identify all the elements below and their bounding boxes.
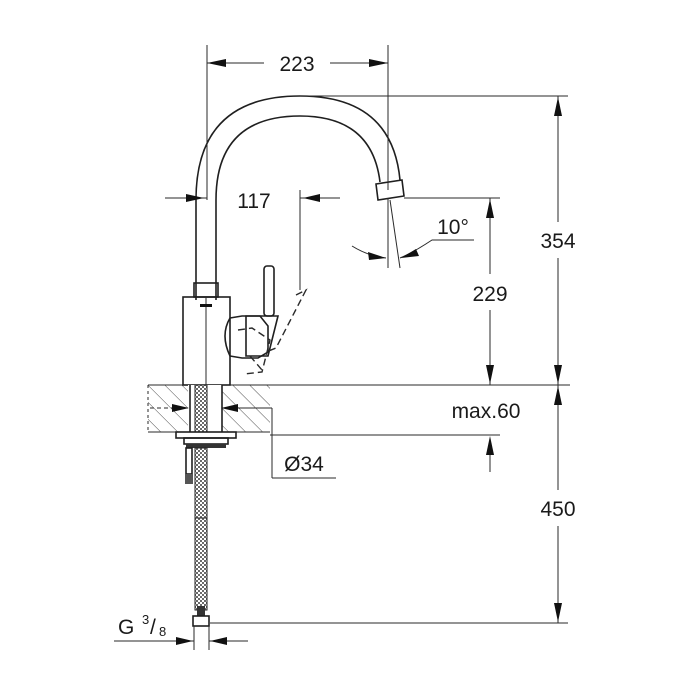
dimension-total-height: 354: [300, 95, 576, 385]
label-thread-slash: /: [150, 616, 156, 639]
dimension-lever-offset: 117: [165, 190, 340, 290]
mounting-assembly: [175, 384, 237, 627]
label-thread-prefix: G: [118, 616, 134, 639]
dimension-deck-thickness: max.60: [270, 400, 520, 472]
label-spout-angle: 10°: [437, 216, 469, 239]
dimension-mounting-hole: Ø34: [172, 404, 336, 479]
label-lever-offset: 117: [237, 190, 270, 213]
faucet-body: [182, 95, 405, 386]
label-total-height: 354: [540, 230, 575, 253]
label-thread-numerator: 3: [142, 612, 149, 627]
dimension-spout-angle: 10°: [351, 198, 474, 269]
label-spout-reach: 223: [279, 53, 314, 76]
dimension-spout-reach: 223: [206, 45, 389, 200]
label-thread-denominator: 8: [159, 624, 166, 639]
label-spout-height: 229: [472, 283, 507, 306]
label-mounting-hole: Ø34: [284, 453, 324, 476]
dimension-spout-height: 229: [404, 197, 508, 385]
label-hose-length: 450: [540, 498, 575, 521]
dimension-hose-length: 450: [210, 385, 576, 624]
dimension-connection-thread: G 3 / 8: [114, 612, 248, 650]
label-deck-thickness: max.60: [452, 400, 521, 423]
